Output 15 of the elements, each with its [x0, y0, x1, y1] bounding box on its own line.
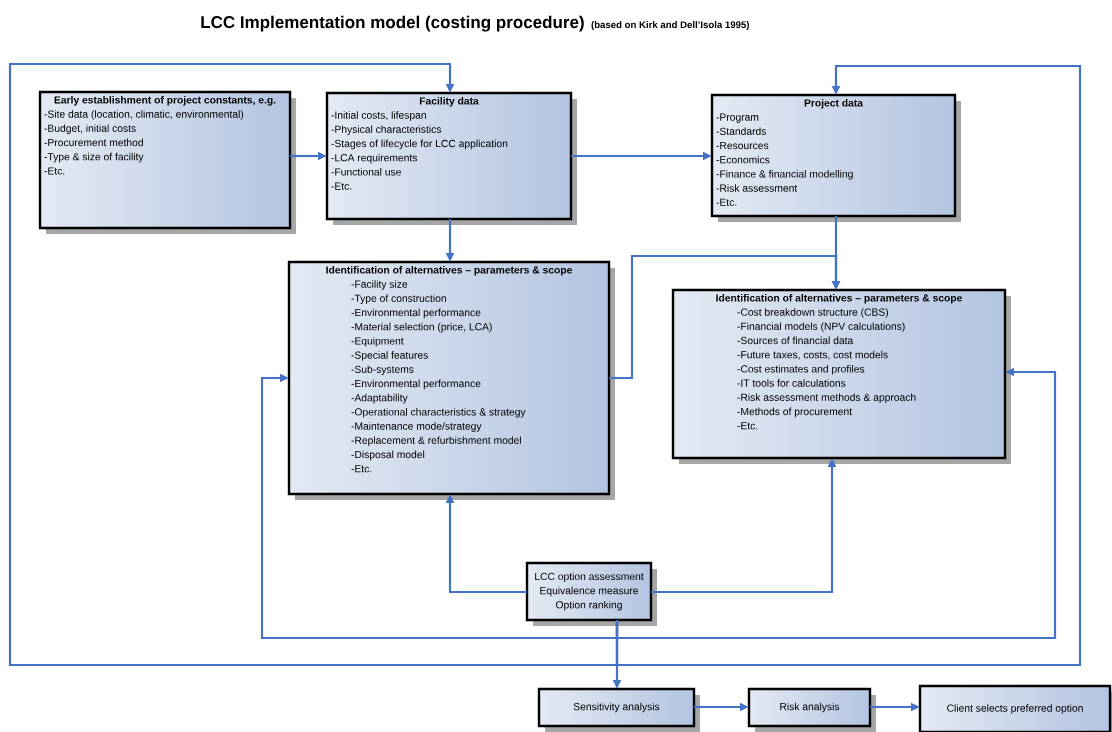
process-box: Identification of alternatives – parameters & scope -Cost breakdown structure (CBS) -Financial models (NPV calculations) -Sources of financial data -Future taxes, costs, cost models -Cost estimates and profiles -IT tools for calculations -Risk assessment methods & approach -Methods of procurement -Etc. — [671, 288, 1011, 464]
arrow — [609, 254, 841, 380]
process-box: Early establishment of project constants, e.g. -Site data (location, climatic, environmental) -Budget, initial costs -Procurement method -Type & size of facility -Etc. — [38, 90, 296, 234]
process-box: Risk analysis — [747, 687, 876, 732]
process-box: Project data -Program -Standards -Resources -Economics -Finance & financial modelling -Risk assessment -Etc. — [710, 93, 961, 222]
process-box: Sensitivity analysis — [537, 687, 700, 732]
process-box: Client selects preferred option — [918, 684, 1112, 732]
arrow — [8, 62, 619, 667]
title: LCC Implementation model (costing procedure) — [201, 15, 584, 32]
process-box: Identification of alternatives – parameters & scope -Facility size -Type of construction -Environmental performance -Material selection (price, LCA) -Equipment -Special features -Sub-systems -Environmental performance -Adaptability -Operational characteristics & strategy -Maintenance mode/strategy -Replacement & refurbishment model -Disposal model -Etc. — [287, 260, 615, 500]
process-box: Facility data -Initial costs, lifespan -Physical characteristics -Stages of lifecycle for LCC application -LCA requirements -Functional use -Etc. — [325, 91, 577, 225]
process-box: LCC option assessment Equivalence measure Option ranking — [525, 561, 657, 626]
arrow — [615, 64, 1082, 667]
subtitle: (based on Kirk and Dell’Isola 1995) — [591, 21, 749, 30]
arrow — [260, 373, 619, 640]
